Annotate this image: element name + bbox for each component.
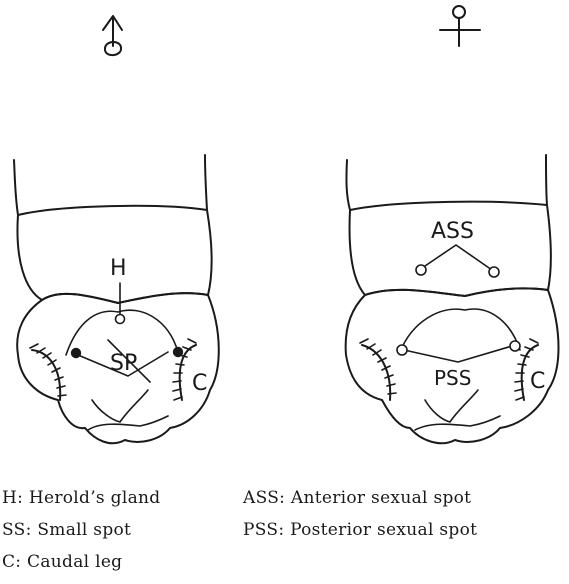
male-pregenital-segment xyxy=(17,206,211,303)
female-panel: ASS PSS C xyxy=(346,6,559,443)
female-symbol-icon xyxy=(440,6,480,46)
male-label-spot: SP xyxy=(110,351,137,376)
male-body-side-left xyxy=(14,160,18,215)
legend-item-small-spot: SS: Small spot xyxy=(2,520,131,540)
legend-item-posterior-sexual-spot: PSS: Posterior sexual spot xyxy=(243,520,477,540)
male-label-gland: H xyxy=(110,256,127,281)
legend-item-anterior-sexual-spot: ASS: Anterior sexual spot xyxy=(242,488,471,508)
male-symbol-icon xyxy=(103,16,122,55)
female-label-anterior: ASS xyxy=(431,219,474,244)
legend-item-herolds-gland: H: Herold’s gland xyxy=(2,488,160,508)
female-label-leg: C xyxy=(530,369,545,394)
female-caudal-leg-left xyxy=(360,339,396,400)
legend-item-caudal-leg: C: Caudal leg xyxy=(2,552,122,572)
male-label-leg: C xyxy=(192,371,207,396)
male-body-side-right xyxy=(205,155,207,210)
female-body-side-right xyxy=(546,155,547,205)
legend: H: Herold’s gland SS: Small spot C: Caud… xyxy=(2,488,477,572)
male-caudal-leg-left xyxy=(30,344,66,400)
female-body-side-left xyxy=(346,160,350,210)
female-label-posterior: PSS xyxy=(434,366,471,390)
male-panel: H SP C xyxy=(14,16,219,443)
